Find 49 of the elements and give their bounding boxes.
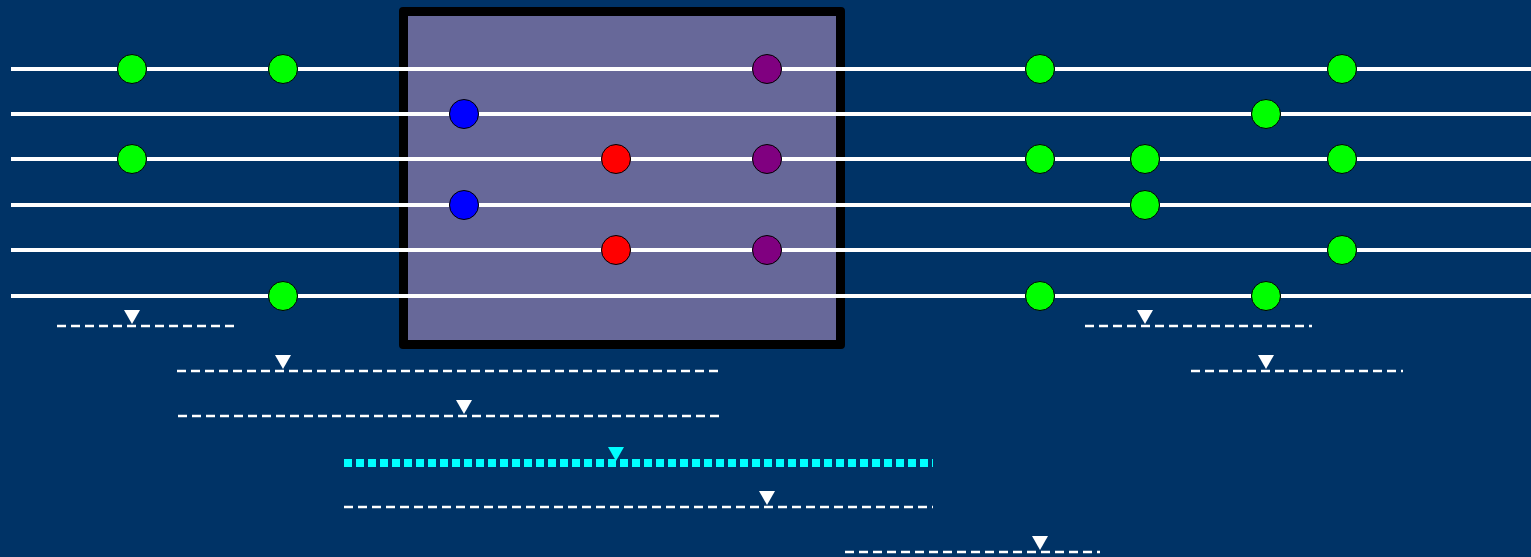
wire-line — [11, 203, 449, 207]
circle-dot — [1130, 144, 1160, 174]
wire-line — [298, 67, 752, 71]
circle-dot — [601, 144, 631, 174]
circle-dot — [1327, 54, 1357, 84]
wire-line — [147, 157, 601, 161]
circle-dot — [449, 190, 479, 220]
gate-box — [399, 7, 845, 349]
circle-dot — [1327, 144, 1357, 174]
wire-line — [479, 203, 1130, 207]
wire-line — [1160, 203, 1531, 207]
wire-line — [1357, 248, 1531, 252]
circle-dot — [752, 54, 782, 84]
circle-dot — [1025, 144, 1055, 174]
wire-line — [782, 157, 1025, 161]
circle-dot — [601, 235, 631, 265]
circle-dot — [117, 54, 147, 84]
circle-dot — [449, 99, 479, 129]
circle-dot — [752, 235, 782, 265]
wire-line — [298, 294, 1025, 298]
wire-line — [631, 157, 752, 161]
wire-line — [11, 67, 117, 71]
wire-line — [1160, 157, 1327, 161]
wire-line — [1055, 294, 1251, 298]
circle-dot — [752, 144, 782, 174]
wire-line — [11, 157, 117, 161]
wire-line — [631, 248, 752, 252]
wire-line — [1357, 67, 1531, 71]
wire-line — [1281, 294, 1531, 298]
wire-line — [1357, 157, 1531, 161]
circle-dot — [1327, 235, 1357, 265]
wire-line — [782, 67, 1025, 71]
circle-dot — [1251, 281, 1281, 311]
wire-line — [1055, 157, 1130, 161]
circle-dot — [117, 144, 147, 174]
wire-line — [11, 112, 449, 116]
circle-dot — [1025, 54, 1055, 84]
wire-line — [11, 294, 268, 298]
circle-dot — [1025, 281, 1055, 311]
circle-dot — [268, 54, 298, 84]
circle-dot — [268, 281, 298, 311]
circle-dot — [1130, 190, 1160, 220]
circle-dot — [1251, 99, 1281, 129]
wire-line — [1281, 112, 1531, 116]
wire-line — [11, 248, 601, 252]
wire-line — [147, 67, 268, 71]
wire-line — [782, 248, 1327, 252]
wire-line — [1055, 67, 1327, 71]
wire-line — [479, 112, 1251, 116]
